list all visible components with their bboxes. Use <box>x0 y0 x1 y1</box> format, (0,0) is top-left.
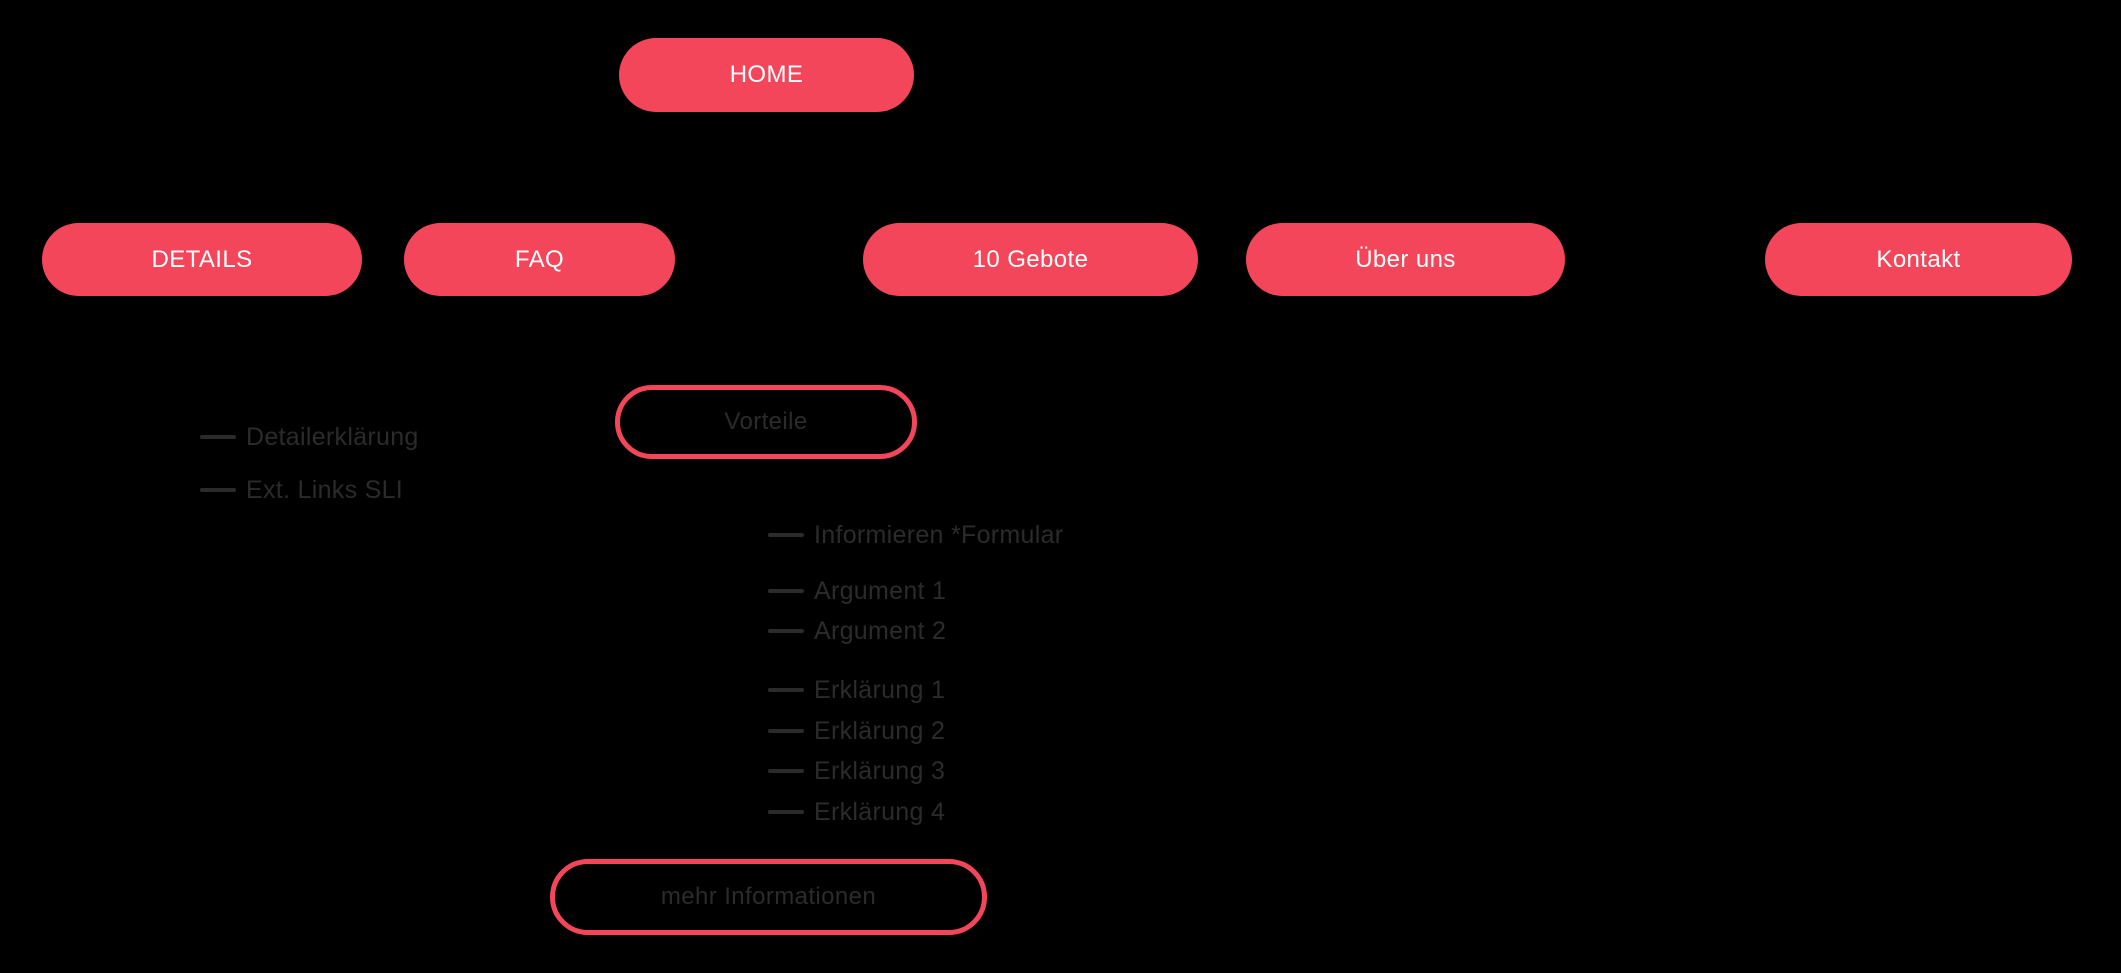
tree-item-informieren-formular[interactable]: Informieren *Formular <box>768 520 1063 550</box>
tree-dash <box>768 533 804 537</box>
tree-item-label: Ext. Links SLI <box>246 475 404 504</box>
node-faq[interactable]: FAQ <box>404 223 675 296</box>
tree-dash <box>768 688 804 692</box>
tree-item-label: Informieren *Formular <box>814 520 1064 549</box>
tree-dash <box>768 729 804 733</box>
tree-item-erklaerung-2[interactable]: Erklärung 2 <box>768 716 945 746</box>
tree-dash <box>200 488 236 492</box>
tree-item-label: Erklärung 1 <box>814 675 946 704</box>
tree-item-label: Argument 1 <box>814 576 947 605</box>
node-home[interactable]: HOME <box>619 38 914 112</box>
tree-dash <box>768 769 804 773</box>
node-ueber-uns[interactable]: Über uns <box>1246 223 1565 296</box>
tree-dash <box>200 435 236 439</box>
tree-item-erklaerung-4[interactable]: Erklärung 4 <box>768 797 945 827</box>
tree-item-argument-2[interactable]: Argument 2 <box>768 616 946 646</box>
tree-item-argument-1[interactable]: Argument 1 <box>768 576 946 606</box>
tree-item-label: Argument 2 <box>814 616 947 645</box>
node-mehr-informationen[interactable]: mehr Informationen <box>550 859 987 935</box>
tree-dash <box>768 629 804 633</box>
node-10-gebote[interactable]: 10 Gebote <box>863 223 1198 296</box>
tree-item-label: Erklärung 4 <box>814 797 946 826</box>
node-vorteile[interactable]: Vorteile <box>615 385 917 459</box>
tree-item-label: Erklärung 3 <box>814 756 946 785</box>
tree-item-detailerklaerung[interactable]: Detailerklärung <box>200 422 419 452</box>
node-details[interactable]: DETAILS <box>42 223 362 296</box>
tree-item-erklaerung-1[interactable]: Erklärung 1 <box>768 675 945 705</box>
tree-item-label: Erklärung 2 <box>814 716 946 745</box>
tree-item-label: Detailerklärung <box>246 422 419 451</box>
tree-dash <box>768 810 804 814</box>
node-kontakt[interactable]: Kontakt <box>1765 223 2072 296</box>
tree-item-erklaerung-3[interactable]: Erklärung 3 <box>768 756 945 786</box>
tree-dash <box>768 589 804 593</box>
tree-item-ext-links-sli[interactable]: Ext. Links SLI <box>200 475 403 505</box>
